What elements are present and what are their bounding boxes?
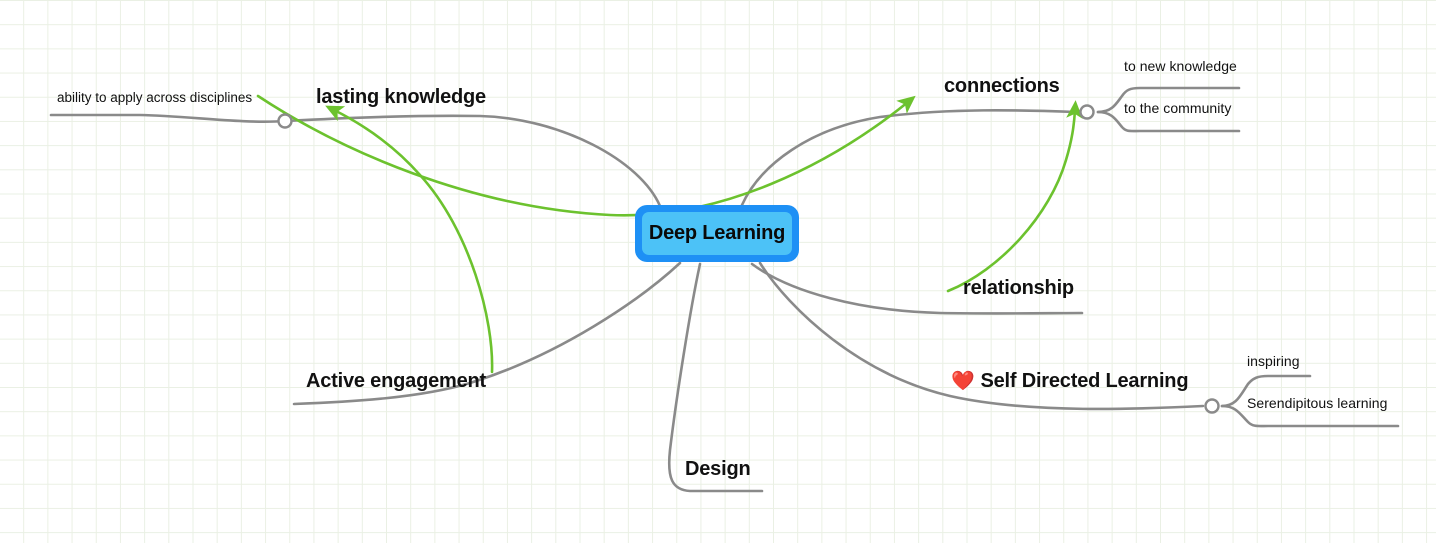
relation-arrow-relationship-to-connections	[946, 100, 1083, 293]
collapse-toggle-connections	[1079, 104, 1095, 120]
branch-label-self-directed-learning-text: Self Directed Learning	[980, 370, 1189, 392]
branch-line-lasting-knowledge	[284, 114, 662, 208]
relation-label-relationship[interactable]: relationship	[963, 277, 1074, 299]
heart-icon: ❤️	[951, 371, 975, 392]
branch-line-ability-to-apply	[49, 113, 288, 123]
branch-label-serendipitous-learning[interactable]: Serendipitous learning	[1247, 395, 1388, 411]
root-node-label: Deep Learning	[648, 222, 786, 244]
collapse-toggle-self-directed-learning	[1204, 398, 1220, 414]
branch-label-self-directed-learning[interactable]: ❤️Self Directed Learning	[951, 370, 1189, 392]
branch-label-ability-to-apply[interactable]: ability to apply across disciplines	[57, 90, 253, 105]
branch-label-active-engagement[interactable]: Active engagement	[306, 370, 486, 392]
collapse-toggle-lasting-knowledge	[277, 113, 293, 129]
branch-label-to-the-community[interactable]: to the community	[1124, 100, 1232, 116]
branch-line-design	[667, 262, 764, 493]
branch-label-inspiring[interactable]: inspiring	[1247, 353, 1300, 369]
relation-arrow-engagement-to-knowledge	[325, 105, 494, 374]
branch-line-connections	[740, 109, 1078, 207]
branch-label-design[interactable]: Design	[685, 458, 751, 480]
root-node-body: Deep Learning	[642, 212, 792, 255]
branch-label-connections[interactable]: connections	[944, 75, 1060, 97]
branch-label-to-new-knowledge[interactable]: to new knowledge	[1124, 58, 1237, 74]
branch-label-lasting-knowledge[interactable]: lasting knowledge	[316, 86, 486, 108]
relation-arrow-left-to-connections	[256, 94, 916, 217]
root-node[interactable]: Deep Learning	[635, 205, 799, 262]
